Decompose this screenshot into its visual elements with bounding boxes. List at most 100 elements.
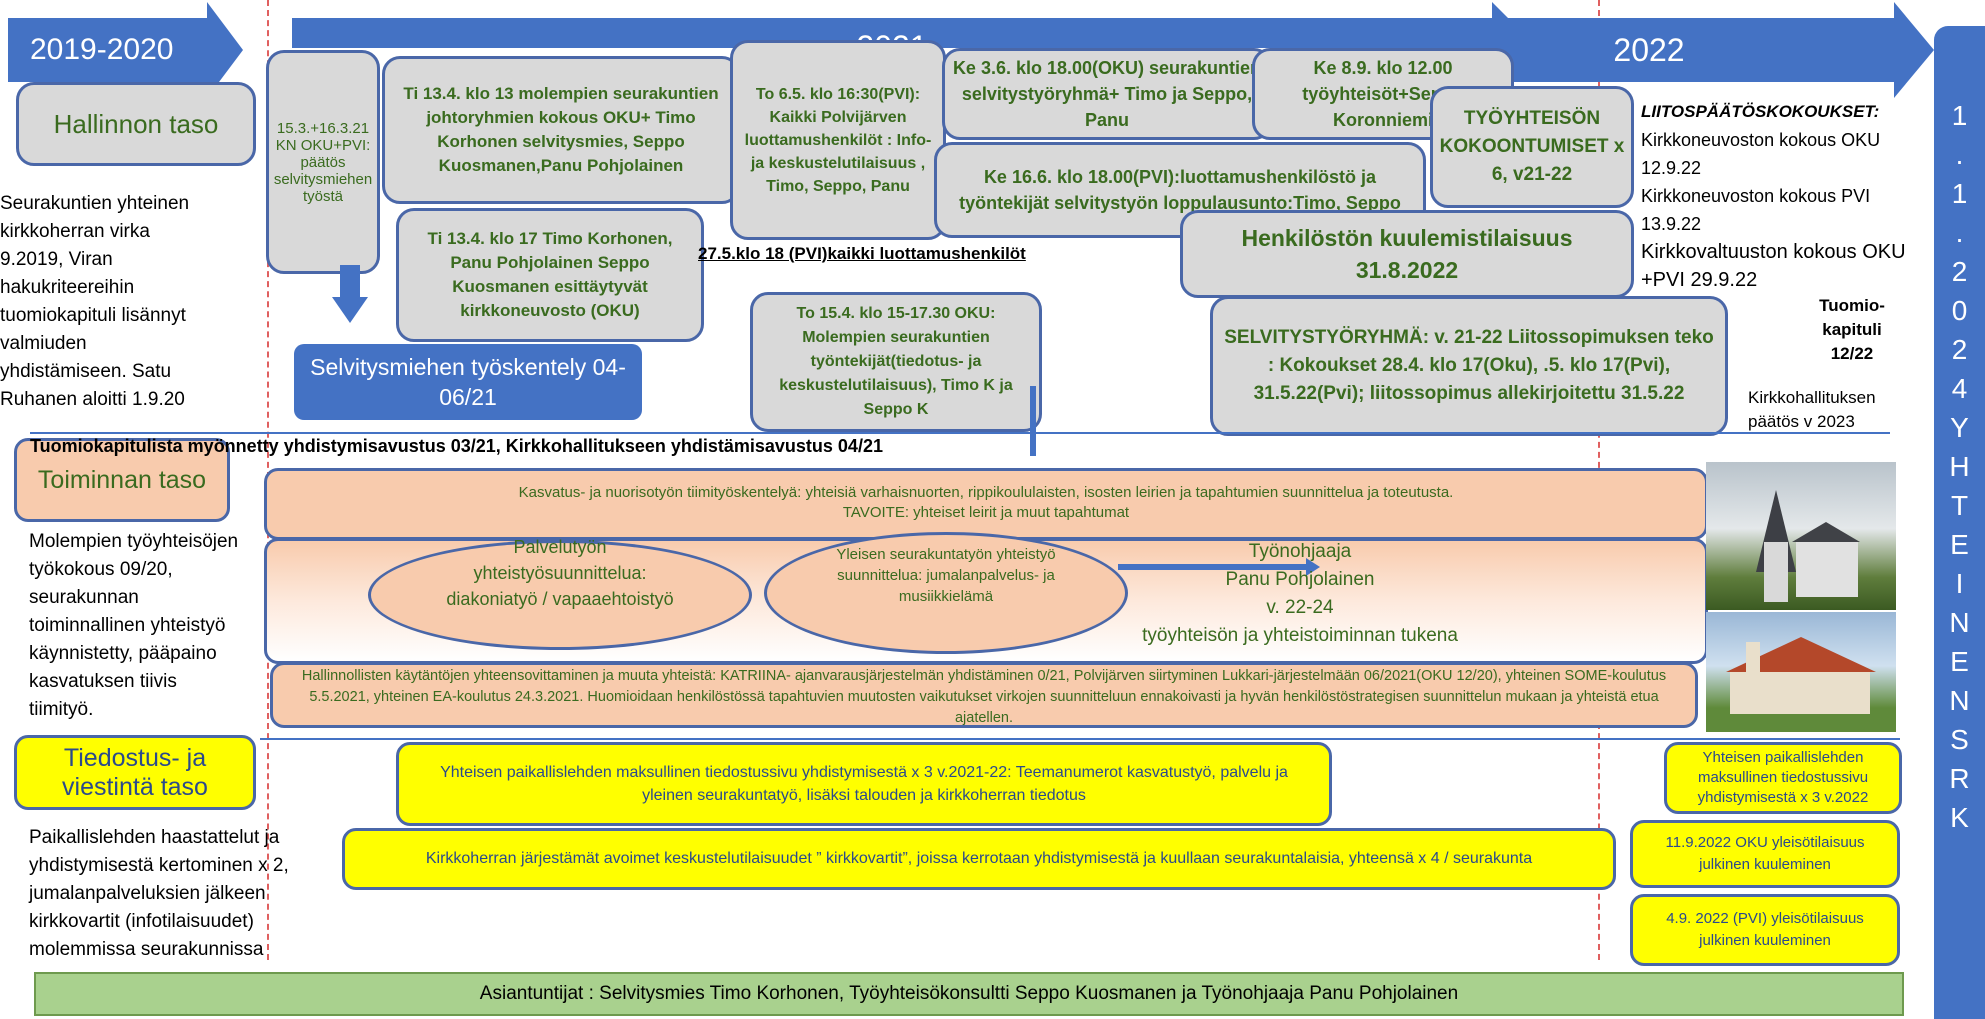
tiedostus-box-t2: Kirkkoherran järjestämät avoimet keskust… bbox=[342, 828, 1616, 890]
level-hallinto-label: Hallinnon taso bbox=[53, 108, 219, 139]
cloud-yleinen-text: Yleisen seurakuntatyön yhteistyö suunnit… bbox=[808, 544, 1084, 607]
event-b10-text: SELVITYSTYÖRYHMÄ: v. 21-22 Liitossopimuk… bbox=[1224, 327, 1714, 404]
selvitys-box: Selvitysmiehen työskentely 04-06/21 bbox=[294, 344, 642, 420]
note-tiedostus: Paikallislehden haastattelut ja yhdistym… bbox=[29, 824, 329, 964]
footer-text: Asiantuntijat : Selvitysmies Timo Korhon… bbox=[479, 983, 1459, 1004]
kirkkohallitus-text: Kirkkohallituksen päätös v 2023 bbox=[1748, 388, 1876, 431]
vertical-char: Y bbox=[1950, 412, 1969, 443]
ohjaaja-text: Työnohjaaja Panu Pohjolainen v. 22-24 ty… bbox=[1120, 538, 1480, 650]
event-box-b9: Henkilöstön kuulemistilaisuus 31.8.2022 bbox=[1180, 210, 1634, 298]
vertical-char: T bbox=[1950, 490, 1969, 521]
down-arrow-1 bbox=[340, 265, 360, 299]
down-arrow-1-head bbox=[332, 297, 368, 323]
kirkkohallitus-note: Kirkkohallituksen päätös v 2023 bbox=[1748, 386, 1908, 434]
cloud-palvelutyo-text: Palvelutyön yhteistyösuunnittelua: diako… bbox=[440, 534, 680, 612]
event-b9-text: Henkilöstön kuulemistilaisuus 31.8.2022 bbox=[1241, 225, 1573, 283]
note-hallinto-text: Seurakuntien yhteinen kirkkoherran virka… bbox=[0, 193, 190, 410]
ohjaaja-l2: Panu Pohjolainen bbox=[1225, 569, 1375, 590]
kasvatus-text-1: Kasvatus- ja nuorisotyön tiimityöskentel… bbox=[518, 484, 1454, 501]
cloud-palvelutyo bbox=[368, 540, 752, 650]
vertical-char: 4 bbox=[1951, 373, 1968, 404]
event-b7-text: Ke 16.6. klo 18.00(PVI):luottamushenkilö… bbox=[959, 167, 1401, 213]
church-illustration-2 bbox=[1726, 637, 1876, 714]
avustus-text: Tuomiokapitulista myönnetty yhdistymisav… bbox=[30, 436, 883, 456]
vertical-char: N bbox=[1949, 607, 1970, 638]
tuomiokapituli-text: Tuomio-kapituli 12/22 bbox=[1819, 296, 1885, 363]
event-box-b8: TYÖYHTEISÖN KOKOONTUMISET x 6, v21-22 bbox=[1430, 86, 1634, 208]
footer-asiantuntijat: Asiantuntijat : Selvitysmies Timo Korhon… bbox=[34, 972, 1904, 1016]
liitos-panel: LIITOSPÄÄTÖSKOKOUKSET: Kirkkoneuvoston k… bbox=[1641, 98, 1911, 294]
tiedostus-box-t1: Yhteisen paikallislehden maksullinen tie… bbox=[396, 742, 1332, 826]
liitos-title: LIITOSPÄÄTÖSKOKOUKSET: bbox=[1641, 102, 1880, 121]
church-illustration-1 bbox=[1756, 490, 1860, 602]
r2-text: 11.9.2022 OKU yleisötilaisuus julkinen k… bbox=[1665, 834, 1865, 873]
ohjaaja-l1: Työnohjaaja bbox=[1248, 541, 1352, 562]
tuomiokapituli-note: Tuomio-kapituli 12/22 bbox=[1810, 294, 1894, 366]
vertical-char: R bbox=[1949, 763, 1970, 794]
vertical-char: K bbox=[1950, 802, 1969, 833]
vertical-char: H bbox=[1949, 451, 1970, 482]
tiedostus-box-r3: 4.9. 2022 (PVI) yleisötilaisuus julkinen… bbox=[1630, 894, 1900, 966]
ohjaaja-l3: v. 22-24 bbox=[1266, 597, 1334, 618]
liitos-l2: Kirkkoneuvoston kokous PVI 13.9.22 bbox=[1641, 186, 1871, 234]
hallinnolliset-text: Hallinnollisten käytäntöjen yhteensovitt… bbox=[301, 668, 1667, 726]
kasvatus-text-2: TAVOITE: yhteiset leirit ja muut tapahtu… bbox=[842, 504, 1130, 521]
liitos-l3: Kirkkovaltuuston kokous OKU +PVI 29.9.22 bbox=[1641, 241, 1906, 291]
church-image-2 bbox=[1706, 612, 1896, 732]
tiedostus-box-r1: Yhteisen paikallislehden maksullinen tie… bbox=[1664, 742, 1902, 814]
cloud1-text: Palvelutyön yhteistyösuunnittelua: diako… bbox=[446, 537, 674, 609]
vertical-char: 2 bbox=[1951, 334, 1968, 365]
event-b2-text: Ti 13.4. klo 13 molempien seurakuntien j… bbox=[403, 84, 719, 175]
tiedostus-box-r2: 11.9.2022 OKU yleisötilaisuus julkinen k… bbox=[1630, 820, 1900, 888]
vertical-char: 0 bbox=[1951, 295, 1968, 326]
level-tiedostus-label: Tiedostus- ja viestintä taso bbox=[62, 743, 208, 801]
event-b4-text: To 6.5. klo 16:30(PVI): Kaikki Polvijärv… bbox=[744, 85, 932, 195]
selvitys-text: Selvitysmiehen työskentely 04-06/21 bbox=[310, 354, 626, 410]
ohjaaja-l4: työyhteisön ja yhteistoiminnan tukena bbox=[1142, 625, 1458, 646]
event-b1-text: 15.3.+16.3.21 KN OKU+PVI: päätös selvity… bbox=[273, 119, 373, 205]
vertical-char: . bbox=[1955, 139, 1964, 170]
event-box-b11: To 15.4. klo 15-17.30 OKU: Molempien seu… bbox=[750, 292, 1042, 432]
event-b5-text: Ke 3.6. klo 18.00(OKU) seurakuntien selv… bbox=[952, 58, 1262, 130]
vertical-char: 2 bbox=[1951, 256, 1968, 287]
pvi-meeting-line: 27.5.klo 18 (PVI)kaikki luottamushenkilö… bbox=[698, 244, 1118, 264]
level-hallinto: Hallinnon taso bbox=[16, 82, 256, 166]
vertical-char: I bbox=[1955, 568, 1964, 599]
event-b11-text: To 15.4. klo 15-17.30 OKU: Molempien seu… bbox=[779, 305, 1013, 418]
level-toiminta: Toiminnan taso bbox=[14, 438, 230, 522]
event-b3-text: Ti 13.4. klo 17 Timo Korhonen, Panu Pohj… bbox=[427, 229, 673, 320]
note-toiminta: Molempien työyhteisöjen työkokous 09/20,… bbox=[29, 528, 244, 724]
ohjaaja-arrow-head bbox=[1306, 558, 1320, 576]
event-box-b1: 15.3.+16.3.21 KN OKU+PVI: päätös selvity… bbox=[266, 50, 380, 274]
event-b6-text: Ke 8.9. klo 12.00 työyhteisöt+Seppo Koro… bbox=[1302, 58, 1464, 130]
event-b8-text: TYÖYHTEISÖN KOKOONTUMISET x 6, v21-22 bbox=[1439, 108, 1625, 185]
pvi-line-text: 27.5.klo 18 (PVI)kaikki luottamushenkilö… bbox=[698, 244, 1026, 263]
vertical-char: 1 bbox=[1951, 100, 1968, 131]
kasvatus-box: Kasvatus- ja nuorisotyön tiimityöskentel… bbox=[264, 468, 1708, 540]
event-box-b5: Ke 3.6. klo 18.00(OKU) seurakuntien selv… bbox=[942, 48, 1272, 140]
r3-text: 4.9. 2022 (PVI) yleisötilaisuus julkinen… bbox=[1666, 910, 1864, 949]
level-toiminta-label: Toiminnan taso bbox=[37, 465, 207, 494]
t2-text: Kirkkoherran järjestämät avoimet keskust… bbox=[425, 850, 1533, 867]
period-label-2022: 2022 bbox=[1613, 31, 1685, 68]
event-box-b3: Ti 13.4. klo 17 Timo Korhonen, Panu Pohj… bbox=[396, 208, 704, 342]
cloud-yleinen bbox=[764, 532, 1128, 654]
note-tiedostus-text: Paikallislehden haastattelut ja yhdistym… bbox=[29, 827, 289, 960]
t1-text: Yhteisen paikallislehden maksullinen tie… bbox=[440, 764, 1288, 804]
vertical-char: 1 bbox=[1951, 178, 1968, 209]
level-tiedostus: Tiedostus- ja viestintä taso bbox=[14, 735, 256, 810]
timeline-2019-2020: 2019-2020 bbox=[8, 18, 208, 82]
event-box-b4: To 6.5. klo 16:30(PVI): Kaikki Polvijärv… bbox=[730, 40, 946, 240]
hallinnolliset-box: Hallinnollisten käytäntöjen yhteensovitt… bbox=[270, 662, 1698, 728]
event-box-b2: Ti 13.4. klo 13 molempien seurakuntien j… bbox=[382, 56, 740, 204]
event-box-b10: SELVITYSTYÖRYHMÄ: v. 21-22 Liitossopimuk… bbox=[1210, 296, 1728, 436]
vertical-char: S bbox=[1950, 724, 1969, 755]
up-down-arrow bbox=[1030, 386, 1036, 456]
vertical-char: E bbox=[1950, 529, 1969, 560]
toiminta-bottom-line bbox=[260, 738, 1900, 740]
vertical-char: . bbox=[1955, 217, 1964, 248]
note-toiminta-text: Molempien työyhteisöjen työkokous 09/20,… bbox=[29, 531, 239, 720]
ohjaaja-arrow bbox=[1118, 564, 1308, 570]
r1-text: Yhteisen paikallislehden maksullinen tie… bbox=[1697, 749, 1869, 806]
